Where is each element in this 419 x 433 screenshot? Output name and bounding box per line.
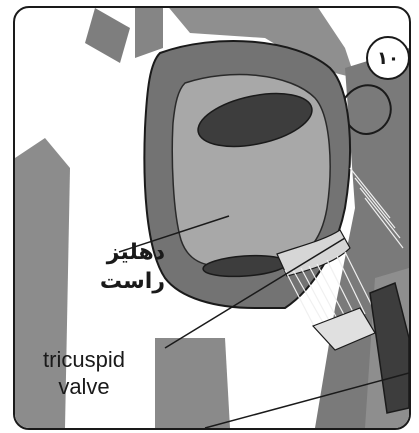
vessel-branch bbox=[135, 8, 163, 58]
label-line-2: valve bbox=[9, 373, 159, 400]
lower-vena-cava bbox=[155, 338, 230, 428]
figure-number-badge: ۱۰ bbox=[366, 36, 410, 80]
label-line-2: راست bbox=[100, 267, 165, 296]
right-atrium-label: دهلیز راست bbox=[100, 238, 165, 296]
label-line-1: tricuspid bbox=[9, 346, 159, 373]
label-line-1: دهلیز bbox=[100, 238, 165, 267]
upper-left-branch bbox=[85, 8, 130, 63]
tricuspid-valve-label: tricuspid valve bbox=[9, 346, 159, 400]
